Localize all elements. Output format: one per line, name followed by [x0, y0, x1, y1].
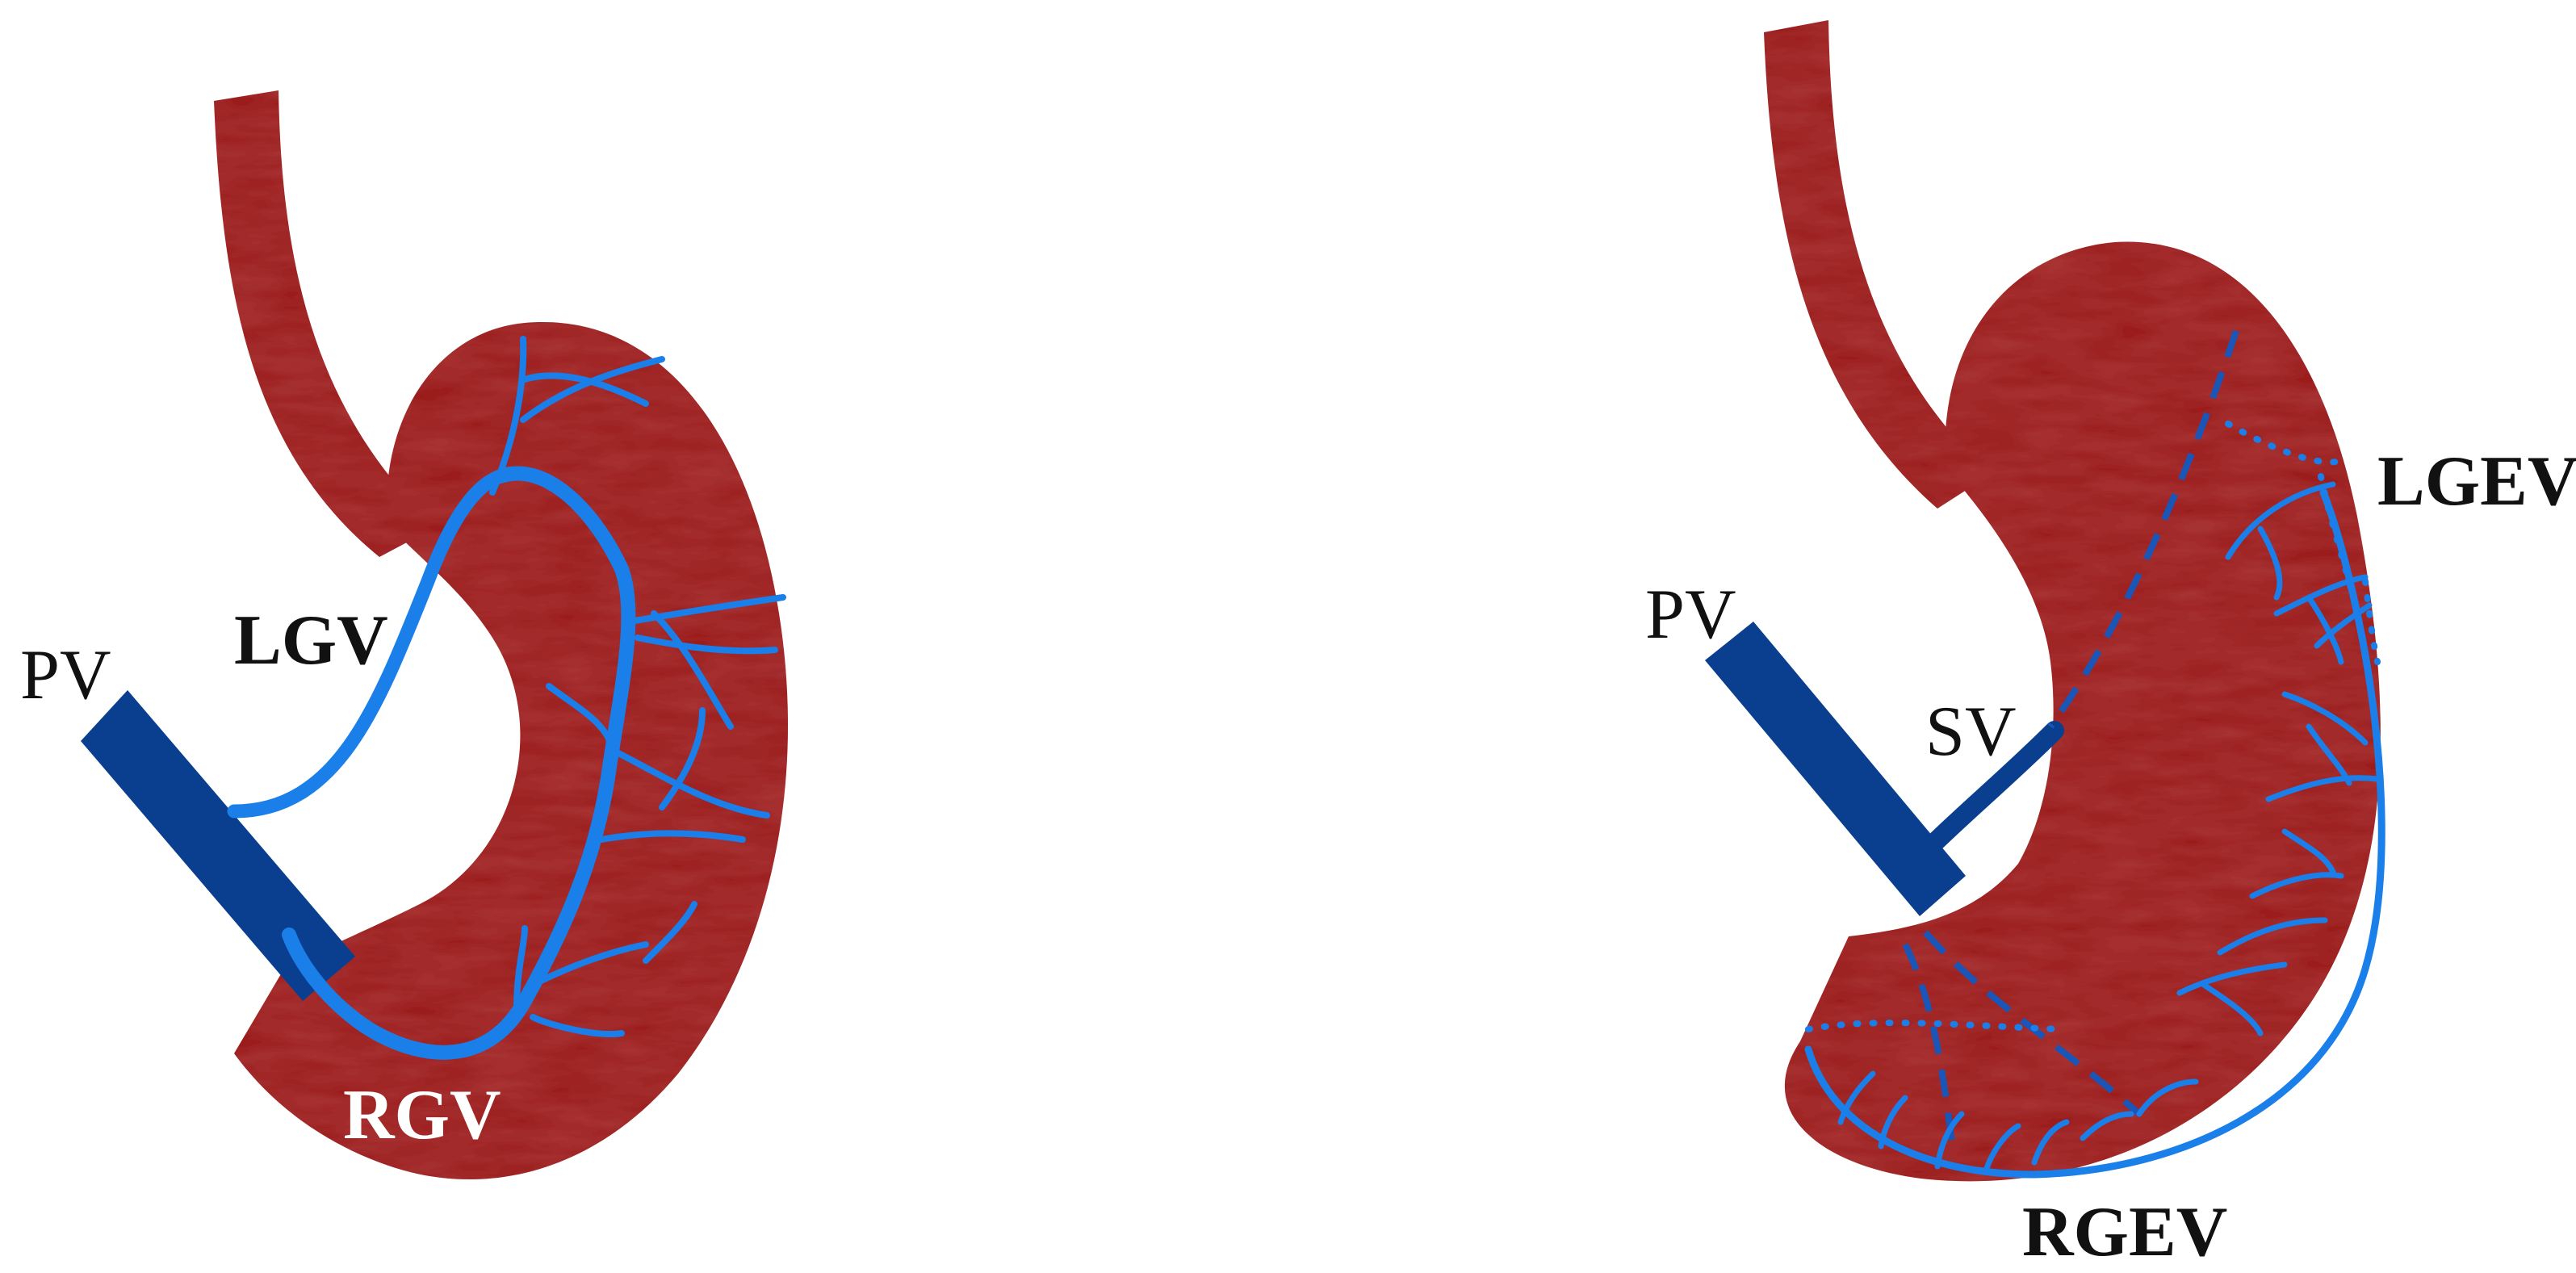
left-esophagus: [214, 90, 440, 557]
right-vein-branches: [1837, 481, 2381, 1174]
right-label-rgev: RGEV: [2022, 1193, 2227, 1271]
right-esophagus: [1764, 20, 1994, 509]
right-dotted-lines: [1805, 421, 2381, 1032]
right-dashed-line: [2047, 329, 2239, 729]
right-dashed-line-lower: [1923, 930, 2142, 1116]
left-label-rgv: RGV: [343, 1076, 501, 1154]
right-label-pv: PV: [1645, 576, 1736, 654]
left-panel: PV LGV RGV: [20, 90, 789, 1180]
left-label-pv: PV: [20, 636, 111, 714]
right-splenic-vein: [1916, 721, 2064, 861]
right-portal-vein: [1705, 622, 1966, 916]
right-panel: PV SV LGEV RGEV: [1645, 20, 2576, 1271]
left-stomach: [234, 321, 789, 1180]
right-label-sv: SV: [1925, 693, 2017, 771]
left-label-lgv: LGV: [234, 601, 388, 680]
left-gastric-vein: [227, 469, 508, 819]
left-portal-vein: [81, 690, 355, 1001]
right-label-lgev: LGEV: [2377, 442, 2576, 521]
left-vein-branches: [489, 336, 786, 1037]
left-lesser-curvature-vein: [282, 466, 636, 1060]
